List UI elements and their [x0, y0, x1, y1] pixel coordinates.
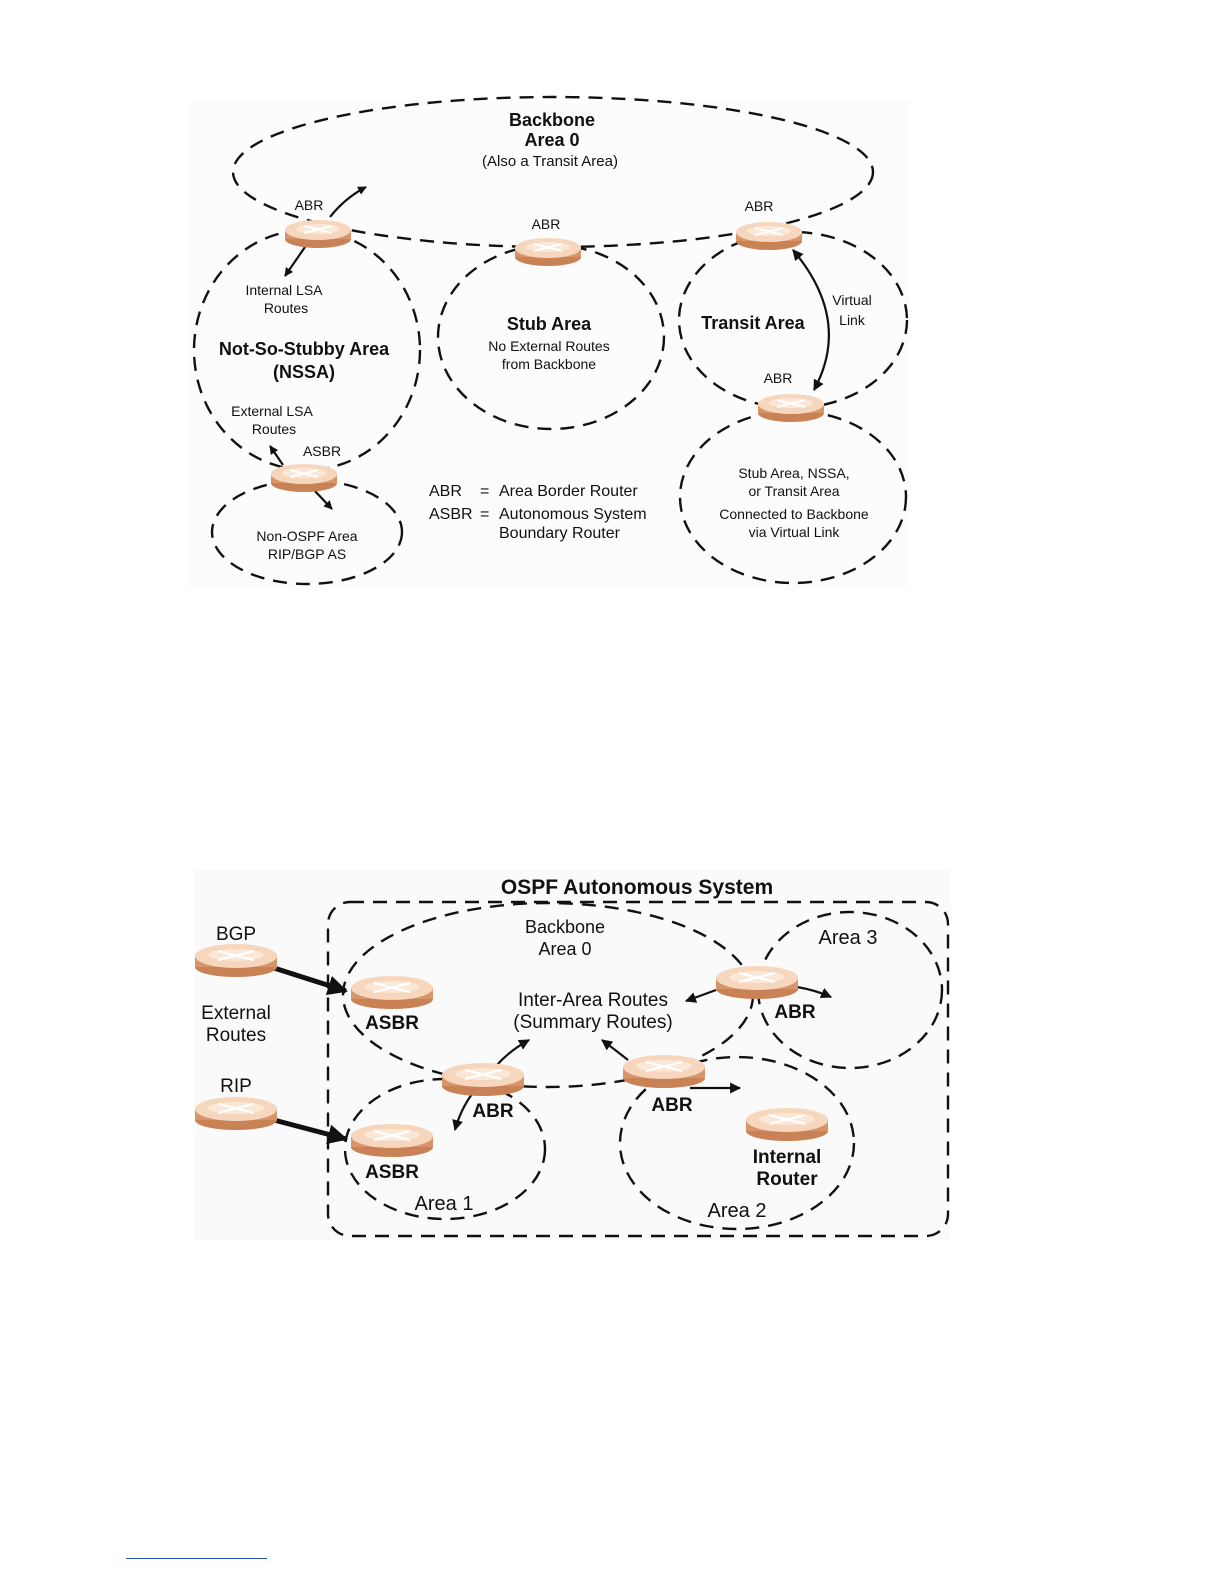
abr-label: ABR	[532, 216, 561, 232]
nssa-title: Not-So-Stubby Area	[219, 339, 390, 359]
backbone-subtitle: Area 0	[524, 130, 579, 150]
abr3-right-arrow	[796, 985, 833, 999]
remote-area-desc: Connected to Backbone	[719, 506, 869, 522]
abr-label: ABR	[295, 197, 324, 213]
transit-area-title: Transit Area	[701, 313, 805, 333]
area1-label: Area 1	[415, 1193, 474, 1215]
router-icon	[621, 1053, 707, 1090]
backbone-label: Backbone	[525, 917, 605, 937]
backbone-area-outline	[231, 95, 875, 249]
router-icon	[193, 942, 279, 979]
internal-lsa-arrow	[284, 246, 306, 277]
internal-lsa-label: Routes	[264, 300, 308, 316]
remote-area-desc: or Transit Area	[748, 483, 839, 499]
router-icon	[193, 1095, 279, 1132]
backbone-title: Backbone	[509, 110, 595, 130]
legend-abr-value: Area Border Router	[499, 483, 638, 500]
asbr-label: ASBR	[365, 1013, 419, 1034]
router-icon	[270, 463, 338, 493]
internal-router-label: Internal	[753, 1147, 822, 1168]
abr-label: ABR	[745, 198, 774, 214]
abr3-left-arrow	[684, 988, 717, 1003]
router-icon	[744, 1106, 830, 1143]
abr2-up-arrow	[601, 1039, 629, 1061]
inter-area-routes-label: (Summary Routes)	[513, 1012, 672, 1033]
abr-label: ABR	[764, 370, 793, 386]
bgp-label: BGP	[216, 924, 256, 945]
asbr-label: ASBR	[365, 1162, 419, 1183]
diagram-ospf-area-types: Backbone Area 0 (Also a Transit Area) AB…	[190, 95, 910, 590]
backbone-label: Area 0	[538, 939, 591, 959]
area2-label: Area 2	[708, 1200, 767, 1222]
abr-up-arrow	[329, 186, 367, 218]
external-routes-label: External	[201, 1003, 271, 1024]
area3-outline	[756, 910, 944, 1070]
router-icon	[714, 964, 800, 1001]
external-lsa-label: External LSA	[231, 403, 313, 419]
as-title: OSPF Autonomous System	[501, 876, 773, 899]
legend-abr-eq: =	[480, 483, 489, 500]
transit-area-outline	[677, 230, 909, 410]
rip-label: RIP	[220, 1076, 252, 1097]
remote-area-desc: via Virtual Link	[749, 524, 841, 540]
non-ospf-label: RIP/BGP AS	[268, 546, 346, 562]
stub-area-desc: from Backbone	[502, 356, 596, 372]
diagram-ospf-autonomous-system: OSPF Autonomous System BGP RIP External …	[193, 870, 950, 1240]
internal-lsa-label: Internal LSA	[245, 282, 323, 298]
backbone-note: (Also a Transit Area)	[482, 153, 618, 170]
router-icon	[757, 393, 825, 423]
legend: ABR = Area Border Router ASBR = Autonomo…	[429, 483, 647, 542]
external-lsa-arrow	[269, 445, 284, 466]
rip-link-arrow	[273, 1117, 348, 1145]
virtual-link-arrow	[792, 249, 830, 391]
nssa-title: (NSSA)	[273, 362, 335, 382]
legend-asbr-value: Boundary Router	[499, 525, 621, 542]
nssa-area-outline	[192, 228, 422, 472]
router-icon	[349, 1122, 435, 1159]
legend-asbr-value: Autonomous System	[499, 506, 647, 523]
area3-label: Area 3	[819, 927, 878, 949]
abr-label: ABR	[774, 1002, 815, 1023]
asbr-out-arrow	[312, 488, 333, 510]
router-icon	[284, 219, 352, 249]
external-lsa-label: Routes	[252, 421, 296, 437]
router-icon	[349, 974, 435, 1011]
external-routes-label: Routes	[206, 1025, 266, 1046]
asbr-label: ASBR	[303, 443, 341, 459]
remote-area-desc: Stub Area, NSSA,	[738, 465, 849, 481]
bgp-link-arrow	[273, 965, 348, 996]
legend-abr-key: ABR	[429, 483, 462, 500]
virtual-link-label: Link	[839, 312, 866, 328]
autonomous-system-outline	[326, 900, 950, 1238]
footnote-rule	[126, 1558, 267, 1559]
virtual-link-label: Virtual	[832, 292, 871, 308]
inter-area-routes-label: Inter-Area Routes	[518, 990, 668, 1011]
abr-label: ABR	[472, 1101, 513, 1122]
internal-router-label: Router	[756, 1169, 818, 1190]
router-icon	[440, 1061, 526, 1098]
stub-area-desc: No External Routes	[488, 338, 609, 354]
router-icon	[735, 221, 803, 251]
legend-asbr-key: ASBR	[429, 506, 473, 523]
abr-label: ABR	[651, 1095, 692, 1116]
stub-area-title: Stub Area	[507, 314, 592, 334]
area2-outline	[618, 1055, 856, 1231]
non-ospf-label: Non-OSPF Area	[256, 528, 357, 544]
legend-asbr-eq: =	[480, 506, 489, 523]
router-icon	[514, 237, 582, 267]
